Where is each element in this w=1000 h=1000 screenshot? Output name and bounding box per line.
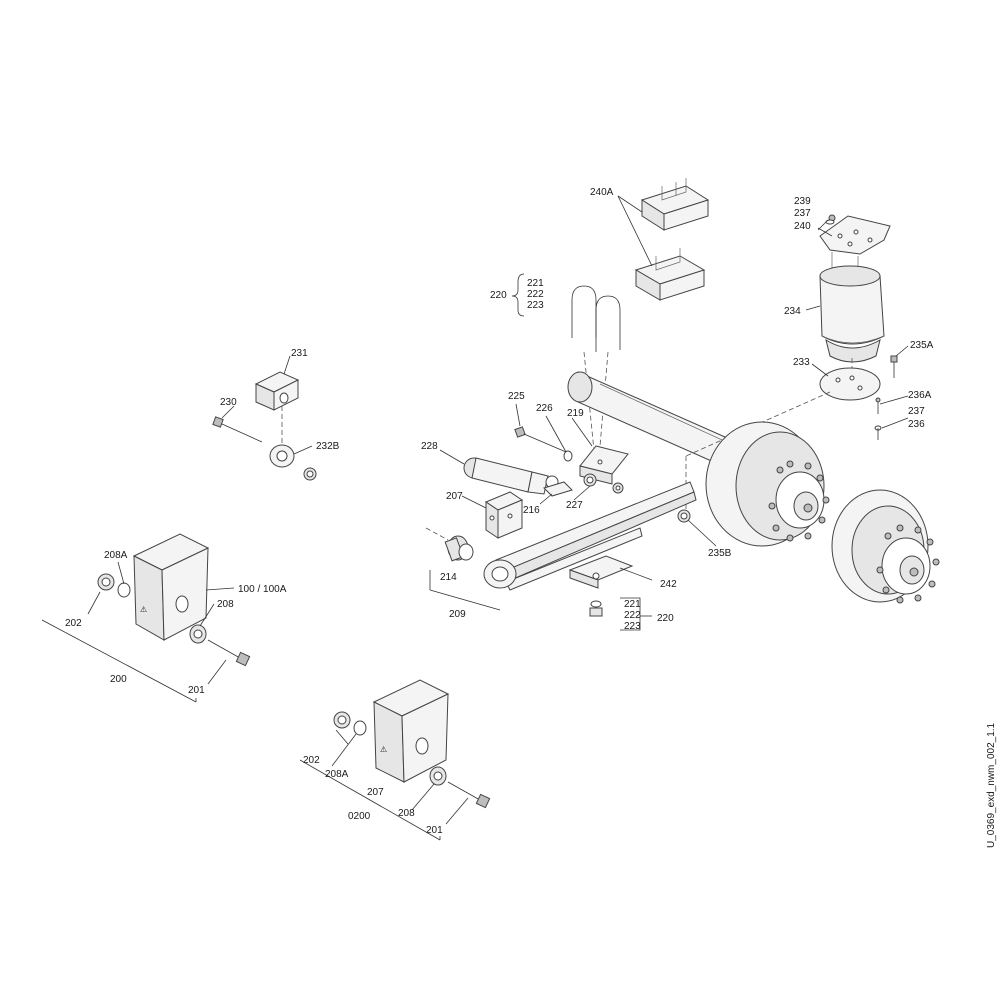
label-216: 216 (523, 505, 540, 516)
part-236A-bolt (875, 397, 881, 414)
label-202b: 202 (303, 755, 320, 766)
part-233-lower-plate (819, 367, 881, 401)
label-236A: 236A (908, 390, 932, 401)
label-227: 227 (566, 500, 583, 511)
part-0200-hanger: ⚠ (372, 679, 450, 783)
label-209: 209 (449, 609, 466, 620)
label-220a: 220 (490, 290, 507, 301)
label-208a: 208 (217, 599, 234, 610)
label-228: 228 (421, 441, 438, 452)
label-232B: 232B (316, 441, 340, 452)
part-219-clamp-plate (579, 445, 629, 485)
label-200: 200 (110, 674, 127, 685)
label-221a: 221 (527, 278, 544, 289)
part-208A-washer-b (353, 720, 367, 736)
label-231: 231 (291, 348, 308, 359)
label-237a: 237 (794, 208, 811, 219)
part-208A-washer-a (117, 582, 131, 598)
label-233: 233 (793, 357, 810, 368)
drawing-code: U_0369_exd_nwm_002_1.1 (986, 722, 997, 848)
label-236: 236 (908, 419, 925, 430)
label-235A: 235A (910, 340, 934, 351)
part-201-bolt-b (447, 781, 491, 809)
label-222b: 222 (624, 610, 641, 621)
label-240A: 240A (590, 187, 614, 198)
part-220-nuts-bottom (589, 600, 603, 617)
label-222a: 222 (527, 289, 544, 300)
part-232B-bushing (269, 444, 295, 468)
part-242-bottom-plate (568, 555, 634, 589)
part-240A-upper-bracket (640, 178, 710, 231)
part-214-bushing (444, 535, 474, 562)
part-226-washer (563, 450, 573, 462)
label-237b: 237 (908, 406, 925, 417)
label-235B: 235B (708, 548, 732, 559)
label-100-100A: 100 / 100A (238, 584, 287, 595)
label-242: 242 (660, 579, 677, 590)
part-239-237-bolt (825, 214, 836, 225)
label-220b: 220 (657, 613, 674, 624)
part-225-bolt (514, 426, 567, 453)
part-234-air-spring (819, 265, 885, 363)
label-225: 225 (508, 391, 525, 402)
label-223b: 223 (624, 621, 641, 632)
svg-text:⚠: ⚠ (380, 745, 387, 754)
part-240A-lower-bracket (634, 248, 706, 301)
label-208Aa: 208A (104, 550, 128, 561)
part-216-pad (543, 481, 573, 497)
label-234: 234 (784, 306, 801, 317)
part-brake-disc-hub (831, 489, 940, 604)
part-202-nut-b (333, 711, 351, 729)
label-208b: 208 (398, 808, 415, 819)
label-239: 239 (794, 196, 811, 207)
label-207b: 207 (367, 787, 384, 798)
part-209-leaf-spring (483, 481, 697, 591)
label-223a: 223 (527, 300, 544, 311)
part-228-shock-absorber (463, 457, 559, 495)
part-232B-nut (303, 467, 317, 481)
label-201b: 201 (426, 825, 443, 836)
part-240-top-plate (819, 215, 891, 272)
part-207-bracket (484, 491, 524, 539)
label-221b: 221 (624, 599, 641, 610)
part-227-nut (583, 473, 624, 494)
label-0200: 0200 (348, 811, 371, 822)
part-201-bolt-a (207, 639, 251, 667)
part-100-hanger: ⚠ (132, 533, 210, 641)
part-brake-drum (705, 421, 830, 547)
part-208-washer-b (429, 766, 447, 786)
part-230-bolt (212, 416, 263, 443)
part-202-nut-a (97, 573, 115, 591)
svg-text:⚠: ⚠ (140, 605, 147, 614)
leader-lines (41, 219, 909, 841)
part-208-washer-a (189, 624, 207, 644)
part-235A-bolt (890, 355, 898, 378)
label-226: 226 (536, 403, 553, 414)
label-208Ab: 208A (325, 769, 349, 780)
callout-labels: 240A 239 237 240 221 222 223 220 234 235… (65, 187, 934, 836)
label-219: 219 (567, 408, 584, 419)
part-237-236-bolt (874, 425, 882, 440)
label-230: 230 (220, 397, 237, 408)
label-202a: 202 (65, 618, 82, 629)
label-240: 240 (794, 221, 811, 232)
label-201a: 201 (188, 685, 205, 696)
label-214: 214 (440, 572, 457, 583)
part-235B-nut (677, 509, 691, 523)
part-231-hanger (254, 371, 300, 411)
label-207a: 207 (446, 491, 463, 502)
